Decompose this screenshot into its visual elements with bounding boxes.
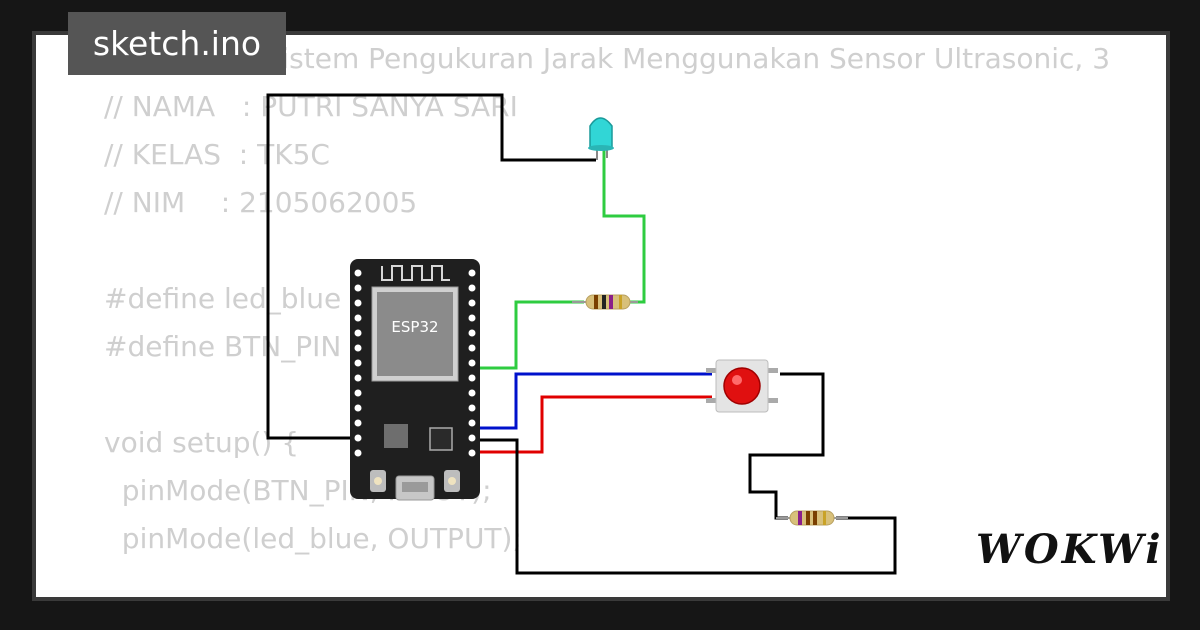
wire-black-led[interactable] [266, 93, 596, 440]
pushbutton-icon[interactable] [706, 359, 778, 413]
resistor-icon[interactable] [776, 510, 848, 526]
code-editor[interactable]: // TUGAS 2 Sistem Pengukuran Jarak Mengg… [104, 35, 1134, 563]
chip-label: ESP32 [391, 318, 438, 336]
file-tab[interactable]: sketch.ino [68, 12, 286, 75]
code-line: #define led_blue 5 [104, 282, 368, 315]
code-line: void setup() { [104, 426, 300, 459]
wokwi-logo-icon: WOKWi [976, 526, 1164, 573]
code-line: pinMode(led_blue, OUTPUT); [104, 522, 522, 555]
code-line: #define BTN_PIN 1 [104, 330, 369, 363]
wire-blue-button[interactable] [472, 372, 712, 430]
wire-green-resistor[interactable] [472, 300, 584, 370]
esp32-board-icon[interactable]: ESP32 [350, 259, 480, 501]
blue-led-icon[interactable] [588, 117, 614, 160]
wire-black-ground[interactable] [472, 438, 897, 575]
wire-red-button[interactable] [472, 395, 712, 454]
wire-black-button[interactable] [748, 372, 825, 520]
resistor-icon[interactable] [572, 294, 638, 310]
code-line: // KELAS : TK5C [104, 138, 330, 171]
wires [266, 93, 897, 575]
wire-green-led[interactable] [602, 150, 646, 304]
